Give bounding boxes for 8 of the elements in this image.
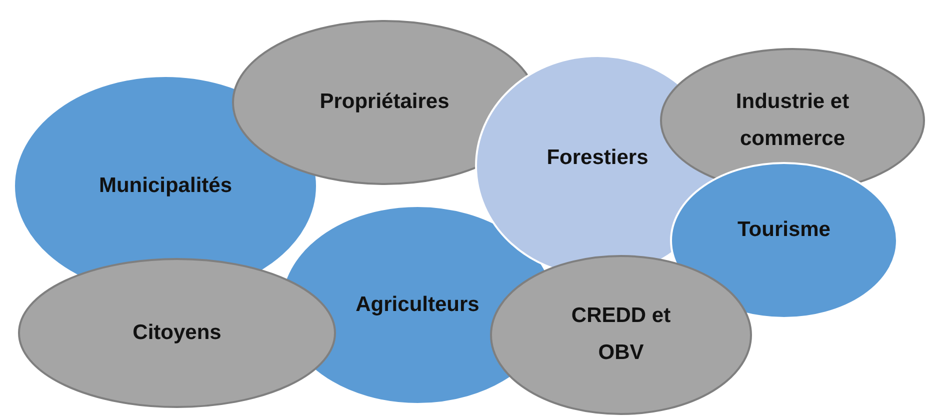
stakeholder-label: Citoyens [132, 320, 222, 346]
stakeholder-label: Agriculteurs [356, 292, 480, 318]
stakeholder-label: Propriétaires [320, 89, 450, 116]
stakeholder-label: Tourisme [738, 217, 830, 244]
stakeholder-label: Industrie et commerce [734, 88, 850, 152]
stakeholder-label: Municipalités [98, 172, 232, 199]
stakeholder-label: CREDD et OBV [570, 303, 672, 366]
stakeholder-label: Forestiers [546, 144, 648, 171]
